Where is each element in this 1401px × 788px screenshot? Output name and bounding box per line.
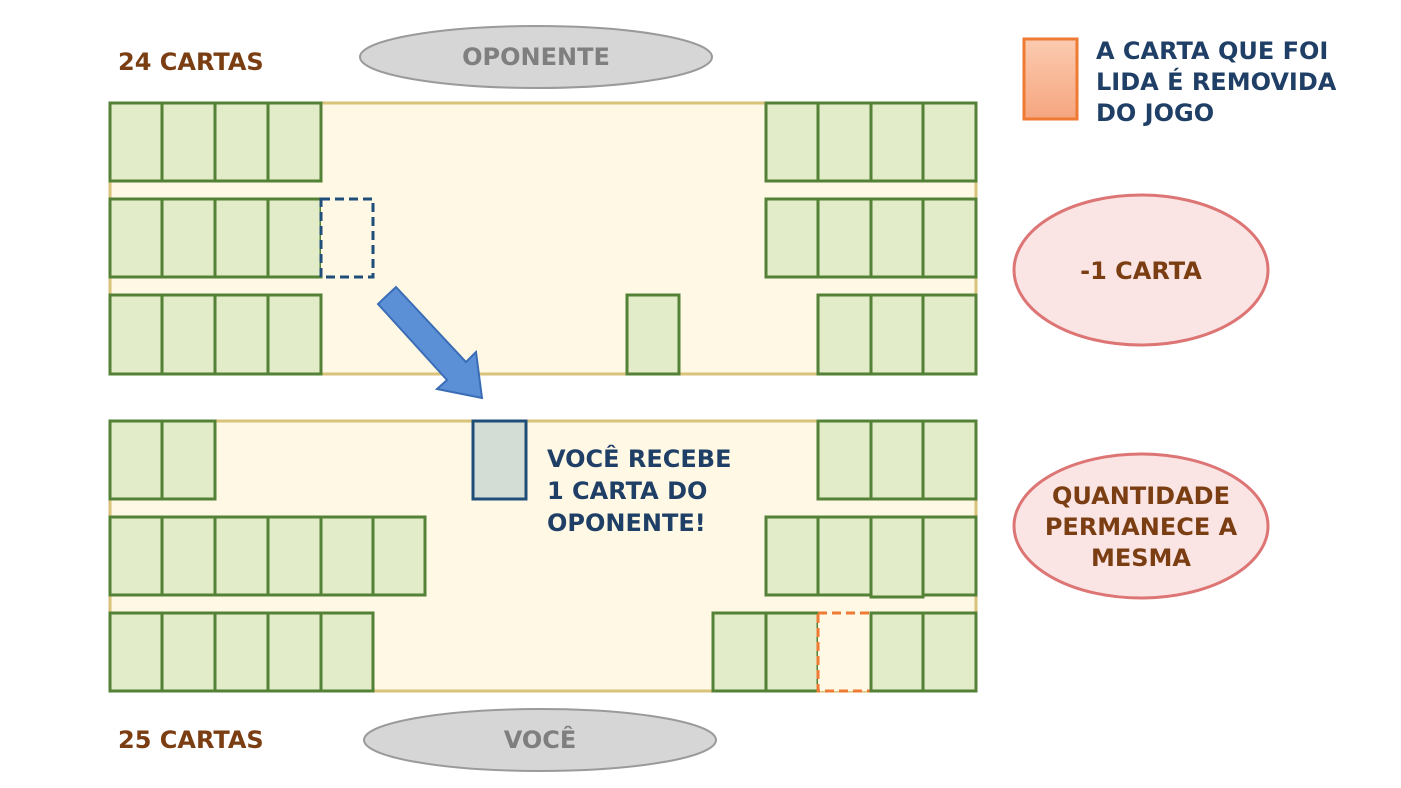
legend-line-2: LIDA É REMOVIDA [1096,67,1337,96]
card [266,515,323,597]
player-change-oval: QUANTIDADE PERMANECE A MESMA [1012,452,1270,600]
card [108,515,164,597]
player-card-count: 25 CARTAS [118,726,264,754]
opponent-change-text: -1 CARTA [1080,257,1202,285]
legend-swatch [1022,37,1079,121]
card [108,419,164,501]
card [764,197,820,279]
card [869,419,925,501]
player-change-line-3: MESMA [1091,544,1191,572]
opponent-change-oval: -1 CARTA [1012,193,1270,347]
card [213,101,270,183]
opponent-row-1 [108,101,978,183]
card [213,611,270,693]
received-note-line-1: VOCÊ RECEBE [547,444,732,473]
player-board [108,419,978,693]
player-row-1 [108,419,978,501]
player-change-shape [1012,452,1270,600]
card [816,419,873,501]
taken-card-slot [319,197,375,279]
card [266,197,323,279]
player-name: VOCÊ [504,725,577,754]
card [371,515,427,597]
card [108,611,164,693]
opponent-change-shape [1012,193,1270,347]
legend: A CARTA QUE FOI LIDA É REMOVIDA DO JOGO [1022,37,1337,127]
player-name-oval: VOCÊ [363,708,717,772]
opponent-oval-shape [359,25,713,89]
card [869,101,925,183]
card [213,197,270,279]
legend-line-3: DO JOGO [1096,99,1214,127]
card [921,101,978,183]
card [816,515,873,597]
received-note-line-2: 1 CARTA DO [547,477,707,505]
card [213,293,270,376]
card [921,197,978,279]
card [921,293,978,376]
player-row-2 [108,515,978,599]
card [869,293,925,376]
card [319,515,375,597]
card [160,611,217,693]
opponent-name: OPONENTE [462,43,610,71]
legend-line-1: A CARTA QUE FOI [1096,37,1328,65]
opponent-row-2 [108,197,978,279]
card [160,101,217,183]
card [764,101,820,183]
card [108,197,164,279]
player-oval-shape [363,708,717,772]
received-card [471,419,528,501]
card [816,293,873,376]
card [160,419,217,501]
card [266,101,323,183]
card [266,293,323,376]
card [213,515,270,597]
removed-card-slot [816,611,873,693]
received-card-note: VOCÊ RECEBE 1 CARTA DO OPONENTE! [547,444,732,537]
opponent-row-3 [108,293,978,376]
card [625,293,681,376]
player-row-3 [108,611,978,693]
card [319,611,375,693]
card [921,419,978,501]
card [921,515,978,597]
card [869,197,925,279]
card [266,611,323,693]
opponent-card-count: 24 CARTAS [118,48,264,76]
card [816,101,873,183]
card [921,611,978,693]
card [108,101,164,183]
card [160,197,217,279]
received-note-line-3: OPONENTE! [547,509,706,537]
card [764,611,820,693]
card [869,515,925,599]
transfer-arrow-icon [376,285,484,400]
card [108,293,164,376]
card [816,197,873,279]
card [711,611,768,693]
card [160,293,217,376]
card [764,515,820,597]
opponent-name-oval: OPONENTE [359,25,713,89]
card [160,515,217,597]
opponent-board [108,101,978,376]
player-change-line-2: PERMANECE A [1045,513,1238,541]
player-change-line-1: QUANTIDADE [1052,482,1230,510]
card [869,611,925,693]
